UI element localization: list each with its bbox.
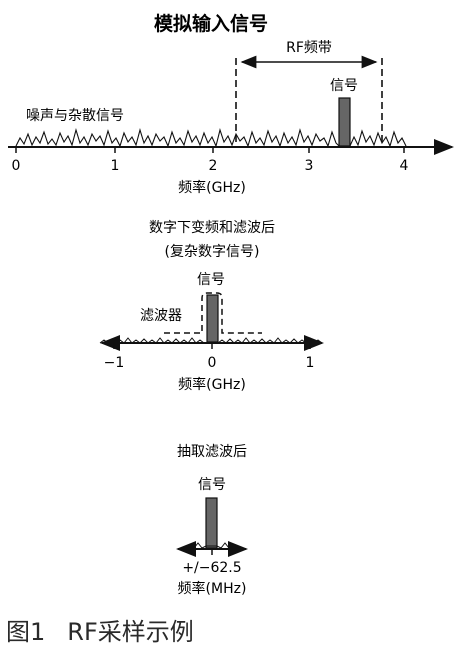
panel1-tick-0: 0 [12, 158, 21, 174]
panel3-signal-label: 信号 [198, 477, 226, 493]
panel1-tick-1: 1 [111, 158, 120, 174]
panel1-tick-3: 3 [305, 158, 314, 174]
panel3-range-label: +/−62.5 [182, 560, 241, 576]
panel-ddc-filtered: 数字下变频和滤波后 (复杂数字信号) 信号 滤波器 −1 0 1 频率(GHz) [99, 220, 324, 393]
caption-number: 图1 [6, 618, 46, 646]
filter-label: 滤波器 [140, 308, 182, 324]
panel3-axis-label: 频率(MHz) [178, 580, 247, 597]
panel2-signal-label: 信号 [197, 272, 225, 288]
panel3-signal-bar [205, 497, 218, 549]
panel2-signal-bar [206, 294, 219, 343]
panel1-title: 模拟输入信号 [154, 12, 268, 35]
panel1-signal-bar [338, 97, 351, 147]
panel2-title-line2: (复杂数字信号) [165, 243, 260, 260]
panel2-tick-0: −1 [104, 355, 125, 371]
rf-band-label: RF频带 [286, 40, 332, 56]
panel2-axis-label: 频率(GHz) [178, 376, 246, 393]
panel3-title: 抽取滤波后 [177, 444, 247, 460]
figure-caption: 图1 RF采样示例 [6, 612, 216, 647]
panel-decimation: 抽取滤波后 信号 +/−62.5 频率(MHz) [176, 444, 248, 597]
panel1-axis-label: 频率(GHz) [178, 179, 246, 196]
filter-outline [164, 292, 262, 334]
panel2-tick-1: 0 [208, 355, 217, 371]
panel1-tick-4: 4 [400, 158, 409, 174]
panel-analog-input: 模拟输入信号 RF频带 信号 噪声与杂散信号 0 1 2 3 4 频率(GHz) [8, 12, 454, 196]
panel2-title-line1: 数字下变频和滤波后 [149, 220, 275, 236]
caption-text: RF采样示例 [67, 618, 194, 646]
panel2-tick-2: 1 [306, 355, 315, 371]
noise-trace [15, 128, 407, 148]
noise-label: 噪声与杂散信号 [26, 108, 124, 124]
panel1-tick-2: 2 [209, 158, 218, 174]
panel1-signal-label: 信号 [330, 78, 358, 94]
